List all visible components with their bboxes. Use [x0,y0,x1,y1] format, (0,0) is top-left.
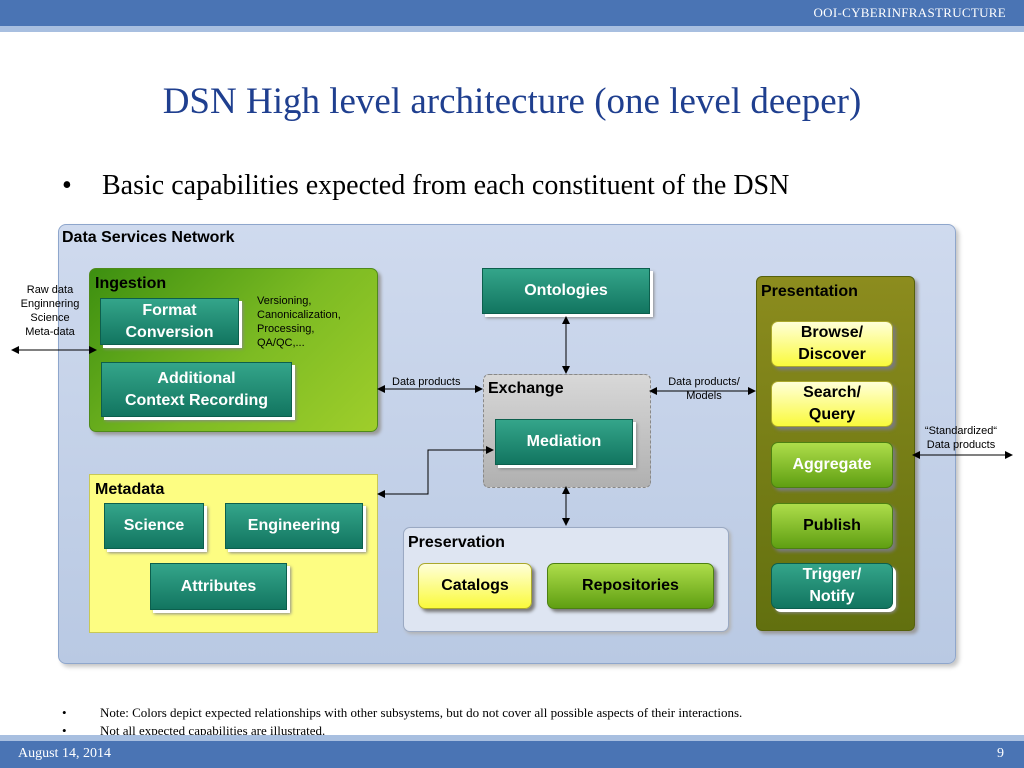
raw-data-line: Science [30,312,70,324]
repositories-box: Repositories [547,563,714,609]
note-line-1: Note: Colors depict expected relationshi… [100,705,743,720]
slide-title: DSN High level architecture (one level d… [162,81,862,122]
ingestion-notes: Versioning, Canonicalization, Processing… [257,294,341,350]
bullet-text: Basic capabilities expected from each co… [102,170,790,201]
ontologies-box: Ontologies [482,268,650,314]
science-box: Science [104,503,204,549]
search-query-line: Query [808,406,856,423]
footer-bar [0,741,1024,768]
publish-box: Publish [771,503,893,549]
search-query-line: Search/ [803,384,861,401]
note-line-2: Not all expected capabilities are illust… [100,723,326,738]
additional-context-line: Additional [157,369,236,387]
header-bar [0,0,1024,26]
footer-date: August 14, 2014 [18,746,111,761]
engineering-box: Engineering [225,503,363,549]
attributes-box: Attributes [150,563,287,610]
format-conversion-box: Format Conversion [100,298,239,345]
search-query-box: Search/ Query [771,381,893,427]
raw-data-line: Enginnering [20,298,80,310]
standardized-line: “Standardized“ [924,425,998,437]
data-products-models-line: Data products/ [668,376,740,388]
dsn-label: Data Services Network [62,229,235,246]
mediation-box: Mediation [495,419,633,465]
raw-data-label: Raw data Enginnering Science Meta-data [10,283,90,339]
metadata-mediation-arrow [377,446,494,498]
exchange-label: Exchange [488,380,564,397]
browse-discover-line: Discover [798,346,866,363]
browse-discover-line: Browse/ [800,324,864,341]
format-conversion-line: Format [142,301,197,319]
ingestion-note-line: Versioning, [257,295,312,307]
ingestion-note-line: Processing, [257,323,315,335]
ingestion-note-line: QA/QC,... [257,337,305,349]
standardized-label: “Standardized“ Data products [912,424,1010,452]
standardized-line: Data products [926,439,996,451]
catalogs-box: Catalogs [418,563,532,609]
trigger-notify-line: Notify [809,588,855,605]
footer-stripe [0,735,1024,741]
trigger-notify-box: Trigger/ Notify [771,563,893,609]
ingestion-note-line: Canonicalization, [257,309,341,321]
aggregate-box: Aggregate [771,442,893,488]
additional-context-box: Additional Context Recording [101,362,292,417]
raw-data-line: Raw data [26,284,74,296]
metadata-label: Metadata [95,481,165,498]
browse-discover-box: Browse/ Discover [771,321,893,367]
trigger-notify-line: Trigger/ [802,566,862,583]
additional-context-line: Context Recording [124,391,269,409]
ingestion-label: Ingestion [95,275,167,292]
bullet-marker: • [62,170,72,201]
presentation-label: Presentation [761,283,858,300]
brand-label: OOI-CYBERINFRASTRUCTURE [813,5,1006,20]
note-bullet: • [62,705,67,720]
preservation-label: Preservation [408,534,505,551]
note-bullet: • [62,723,67,738]
raw-data-line: Meta-data [25,326,75,338]
header-stripe [0,26,1024,32]
format-conversion-line: Conversion [125,323,214,341]
page-number: 9 [997,746,1004,761]
